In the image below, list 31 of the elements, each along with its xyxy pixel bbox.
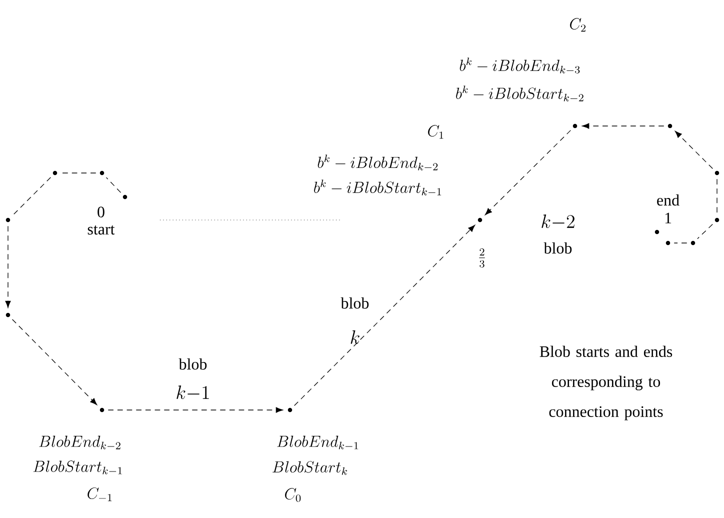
formula-label: $k$ — [350, 330, 360, 344]
formula-label: $k{-}2$ — [542, 214, 574, 228]
formula-label: $BlobEnd_{k-1}$ — [277, 436, 358, 450]
arrow — [108, 407, 283, 413]
node-label: 1 — [665, 212, 672, 224]
note: Blob starts and ends corresponding to connection points — [540, 346, 672, 420]
formula-label: $BlobEnd_{k-2}$ — [39, 436, 120, 450]
formula-label: $\frac{2}{3}$ — [479, 248, 485, 268]
formula-label: $C_0$ — [285, 488, 301, 502]
node-label: start — [88, 225, 115, 235]
node-label: end — [657, 194, 680, 206]
formula-label: $C_1$ — [428, 125, 444, 139]
arrow — [485, 130, 571, 216]
formula-label: $k{-}1$ — [176, 386, 209, 400]
formula-label: $b^k - i BlobEnd_{k-2}$ — [318, 154, 438, 170]
formula-label: $BlobStart_{k-1}$ — [33, 460, 122, 474]
formula-label: $C_2$ — [570, 18, 586, 32]
formula-label: $C_{-1}$ — [88, 487, 112, 502]
edge-label: blob — [339, 296, 371, 310]
formula-label: $b^k - i BlobEnd_{k-3}$ — [460, 58, 580, 74]
arrow — [5, 226, 11, 308]
edge-label: blob — [542, 241, 574, 255]
arrow — [12, 319, 98, 405]
arrow — [674, 130, 713, 169]
arrow — [294, 224, 476, 406]
formula-label: $BlobStart_k$ — [272, 461, 348, 475]
edge-label: blob — [177, 357, 209, 371]
formula-label: $b^k - i BlobStart_{k-2}$ — [456, 86, 584, 102]
arrow — [582, 123, 664, 129]
formula-label: $b^k - i BlobStart_{k-1}$ — [314, 180, 442, 196]
node-label: 0 — [98, 206, 104, 218]
